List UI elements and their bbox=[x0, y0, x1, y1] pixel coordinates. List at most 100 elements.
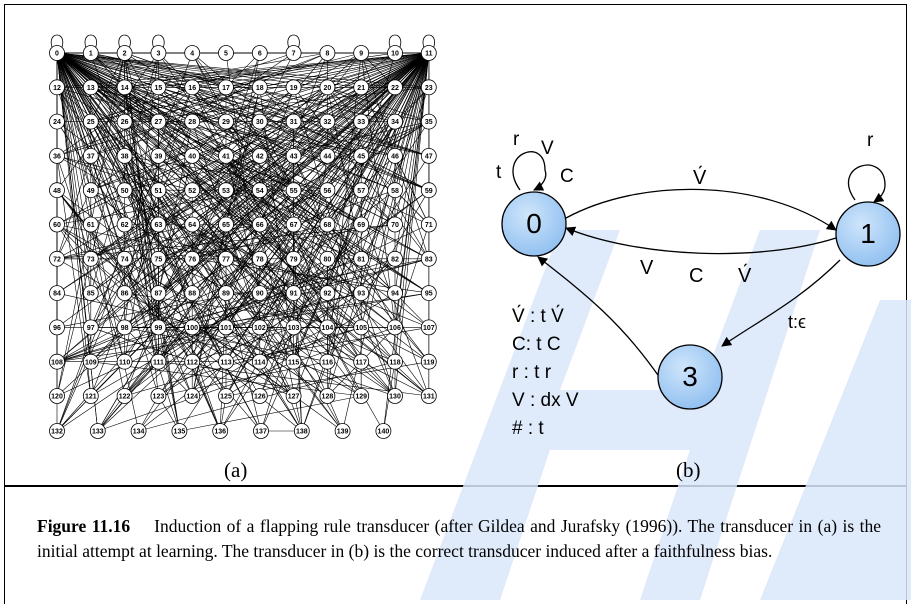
panel-a-node-label: 72 bbox=[53, 256, 61, 263]
panel-a-node bbox=[285, 388, 302, 404]
panel-a-node bbox=[82, 216, 99, 233]
panel-a-node-label: 125 bbox=[220, 394, 232, 401]
panel-a-edge bbox=[192, 189, 294, 225]
panel-a-node-label: 92 bbox=[324, 291, 332, 298]
panel-a-self-loop bbox=[152, 34, 165, 48]
panel-a-node bbox=[150, 353, 167, 370]
panel-a-node bbox=[387, 45, 403, 61]
panel-a-node bbox=[353, 113, 370, 130]
panel-a-node-label: 37 bbox=[87, 154, 95, 161]
panel-a-node bbox=[218, 45, 234, 61]
panel-a-node bbox=[184, 182, 201, 199]
loop1-r-label: r bbox=[867, 130, 874, 151]
panel-a-node bbox=[353, 250, 370, 267]
panel-a-edge bbox=[192, 361, 294, 397]
panel-a-edge bbox=[158, 361, 429, 397]
panel-a-edge bbox=[301, 361, 328, 432]
panel-a-edge bbox=[191, 52, 430, 362]
panel-a-node bbox=[387, 353, 403, 370]
panel-a-node bbox=[251, 45, 268, 61]
panel-a-node bbox=[184, 216, 201, 233]
panel-a-node-label: 14 bbox=[121, 85, 129, 92]
panel-a-node-label: 80 bbox=[324, 256, 332, 263]
panel-a-node bbox=[285, 147, 302, 164]
panel-a-node bbox=[184, 353, 201, 370]
panel-a-node-label: 29 bbox=[222, 119, 230, 126]
panel-a-node bbox=[89, 423, 106, 439]
panel-a-edge bbox=[56, 52, 193, 432]
panel-a-node bbox=[218, 353, 234, 370]
panel-a-node-label: 60 bbox=[53, 222, 61, 229]
edge-t-eps-label: t:ϵ bbox=[788, 312, 806, 332]
panel-a-node bbox=[49, 113, 65, 130]
panel-a-edge bbox=[56, 155, 92, 259]
panel-a-node-label: 118 bbox=[389, 359, 400, 366]
panel-a-node-label: 86 bbox=[121, 291, 129, 298]
panel-a-node-label: 3 bbox=[156, 51, 160, 58]
panel-a-edge bbox=[327, 121, 362, 397]
panel-a-node bbox=[184, 113, 201, 130]
panel-a-node-label: 53 bbox=[222, 188, 230, 195]
panel-a-node bbox=[420, 182, 437, 199]
panel-a-node-label: 128 bbox=[322, 394, 334, 401]
panel-a-node-label: 17 bbox=[222, 85, 230, 92]
panel-a-node-label: 93 bbox=[357, 291, 365, 298]
panel-a-node-label: 61 bbox=[87, 222, 95, 229]
panel-a-node-label: 73 bbox=[87, 256, 95, 263]
panel-a-node-label: 102 bbox=[254, 325, 266, 332]
panel-a-node-label: 101 bbox=[220, 325, 232, 332]
panel-a-node-label: 126 bbox=[254, 394, 266, 401]
panel-a-node bbox=[171, 423, 188, 439]
panel-a-node-label: 78 bbox=[256, 256, 264, 263]
panel-a-node-label: 90 bbox=[256, 291, 264, 298]
panel-a-node-label: 42 bbox=[256, 154, 264, 161]
state-0-label: 0 bbox=[526, 208, 542, 239]
panel-a-node-label: 139 bbox=[337, 429, 349, 436]
panel-a-node-label: 132 bbox=[51, 429, 63, 436]
panel-a-edge bbox=[90, 52, 362, 294]
panel-a-node-label: 130 bbox=[389, 394, 401, 401]
panel-a-node bbox=[184, 250, 201, 267]
rule-1: V́ : t V́ bbox=[512, 305, 564, 327]
panel-a-node bbox=[420, 388, 437, 404]
panel-a-node-label: 88 bbox=[188, 291, 196, 298]
panel-a-node bbox=[150, 250, 167, 267]
panel-a-node-label: 45 bbox=[357, 154, 365, 161]
state-3-circle bbox=[657, 344, 723, 410]
panel-a-node bbox=[49, 423, 65, 439]
panel-a-node-label: 97 bbox=[87, 325, 95, 332]
panel-a-edge bbox=[90, 361, 362, 397]
panel-a-node-label: 110 bbox=[119, 359, 130, 366]
panel-a-node bbox=[285, 353, 302, 370]
panel-a-edge bbox=[361, 327, 429, 362]
panel-a-node-label: 69 bbox=[357, 222, 365, 229]
panel-a-edge bbox=[56, 87, 328, 328]
panel-a-node bbox=[116, 388, 133, 404]
panel-a-self-loop bbox=[50, 34, 64, 48]
panel-a-node bbox=[285, 216, 302, 233]
panel-a-edge bbox=[225, 87, 396, 225]
panel-a-node bbox=[82, 79, 99, 96]
panel-a-node-label: 89 bbox=[222, 291, 230, 298]
panel-a-edge bbox=[225, 52, 362, 88]
caption-figure-number: Figure 11.16 bbox=[37, 516, 131, 536]
panel-a-node-label: 99 bbox=[155, 325, 163, 332]
panel-a-node bbox=[251, 182, 268, 199]
panel-a-node bbox=[218, 147, 234, 164]
panel-a-node-label: 0 bbox=[55, 51, 59, 58]
panel-a-edge bbox=[158, 52, 362, 362]
panel-a-edge bbox=[394, 52, 430, 397]
panel-a-node-label: 109 bbox=[85, 359, 97, 366]
panel-a-node-label: 105 bbox=[355, 325, 367, 332]
panel-a-node bbox=[116, 79, 133, 96]
panel-a-node bbox=[387, 285, 403, 302]
panel-a-node bbox=[116, 182, 133, 199]
panel-a-edge bbox=[192, 121, 328, 225]
panel-a-node-label: 55 bbox=[290, 188, 298, 195]
panel-a-edge bbox=[56, 189, 362, 362]
panel-a-node-label: 20 bbox=[324, 85, 332, 92]
panel-a-node bbox=[82, 45, 99, 61]
panel-b-label: (b) bbox=[676, 458, 701, 482]
panel-a-node bbox=[251, 319, 268, 336]
